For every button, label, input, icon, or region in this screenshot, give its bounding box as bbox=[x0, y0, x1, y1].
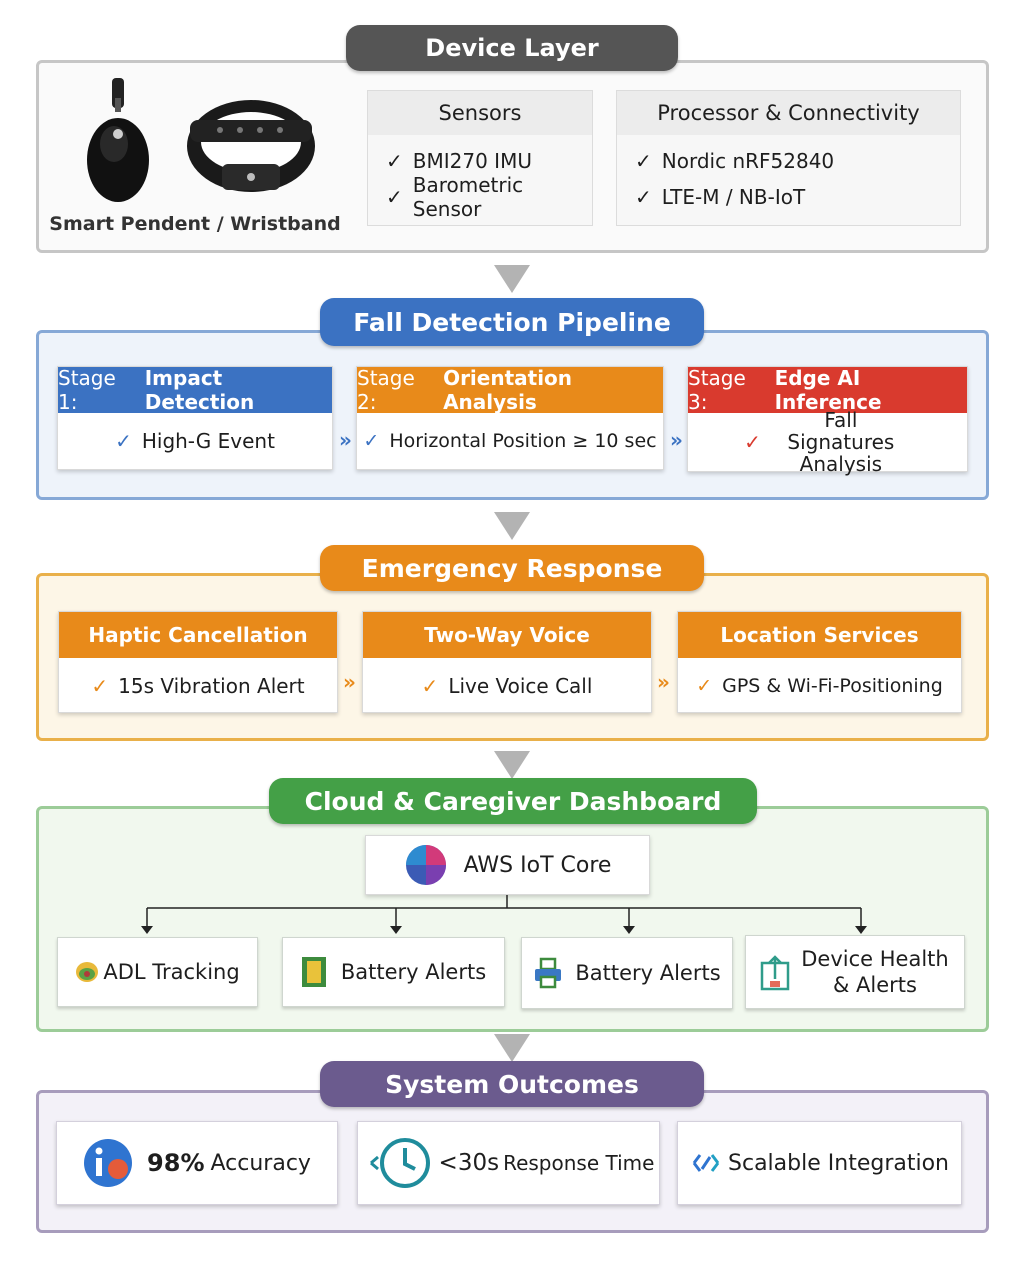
processor-box: Processor & Connectivity ✓Nordic nRF5284… bbox=[616, 90, 961, 226]
check-icon: ✓ bbox=[744, 430, 761, 454]
battery-alerts-tile: Battery Alerts bbox=[282, 937, 505, 1007]
clock-icon bbox=[369, 1138, 430, 1188]
check-icon: ✓ bbox=[635, 149, 652, 173]
device-health-tile: Device Health & Alerts bbox=[745, 935, 965, 1009]
processor-header: Processor & Connectivity bbox=[617, 91, 960, 135]
device-caption: Smart Pendent / Wristband bbox=[49, 213, 341, 235]
sensor-item: ✓Barometric Sensor bbox=[386, 173, 524, 221]
stage-3-header: Stage 3:Edge AI Inference bbox=[688, 366, 967, 414]
pendant-icon bbox=[87, 78, 149, 202]
flow-arrow-icon bbox=[494, 751, 530, 779]
stage-3-detail: ✓ Fall Signatures Analysis bbox=[744, 408, 895, 476]
check-icon: ✓ bbox=[635, 185, 652, 209]
battery-alerts-tile-2: Battery Alerts bbox=[521, 937, 733, 1009]
accuracy-icon bbox=[84, 1139, 133, 1187]
check-icon: ✓ bbox=[386, 149, 403, 173]
chevron-right-icon: » bbox=[657, 670, 670, 694]
device-layer-title: Device Layer bbox=[346, 25, 678, 71]
wristband-icon bbox=[187, 100, 315, 192]
voice-detail: ✓Live Voice Call bbox=[421, 674, 593, 698]
chevron-right-icon: » bbox=[339, 428, 352, 452]
check-icon: ✓ bbox=[386, 185, 403, 209]
sensor-item: ✓BMI270 IMU bbox=[386, 149, 532, 173]
stage-1-detail: ✓High-G Event bbox=[115, 429, 275, 453]
chevron-right-icon: » bbox=[670, 428, 683, 452]
check-icon: ✓ bbox=[421, 674, 439, 698]
stage-2-detail: ✓Horizontal Position ≥ 10 sec bbox=[363, 430, 657, 452]
accuracy-label: Accuracy bbox=[210, 1150, 311, 1176]
scalable-label: Scalable Integration bbox=[728, 1150, 949, 1176]
flow-arrow-icon bbox=[494, 265, 530, 293]
emergency-title: Emergency Response bbox=[320, 545, 704, 591]
haptic-header: Haptic Cancellation bbox=[59, 612, 337, 658]
response-time-label: Response Time bbox=[503, 1151, 655, 1175]
sensors-box: Sensors ✓BMI270 IMU ✓Barometric Sensor bbox=[367, 90, 593, 226]
stage-1-card: Stage 1:Impact Detection ✓High-G Event bbox=[57, 366, 333, 470]
scalable-icon bbox=[692, 1154, 720, 1172]
check-icon: ✓ bbox=[363, 430, 380, 452]
haptic-detail: ✓15s Vibration Alert bbox=[91, 674, 305, 698]
sensors-header: Sensors bbox=[368, 91, 592, 135]
check-icon: ✓ bbox=[696, 675, 713, 697]
response-time-value: <30s bbox=[438, 1150, 500, 1176]
device-health-icon bbox=[760, 955, 790, 991]
flow-arrow-icon bbox=[494, 1034, 530, 1062]
location-detail: ✓GPS & Wi-Fi-Positioning bbox=[696, 675, 943, 697]
stage-3-card: Stage 3:Edge AI Inference ✓ Fall Signatu… bbox=[687, 366, 968, 476]
chevron-right-icon: » bbox=[343, 670, 356, 694]
outcomes-title: System Outcomes bbox=[320, 1061, 704, 1107]
printer-icon bbox=[535, 957, 562, 989]
check-icon: ✓ bbox=[91, 674, 109, 698]
voice-card: Two-Way Voice ✓Live Voice Call bbox=[362, 611, 652, 713]
flow-arrow-icon bbox=[494, 512, 530, 540]
location-card: Location Services ✓GPS & Wi-Fi-Positioni… bbox=[677, 611, 962, 713]
stage-2-header: Stage 2:Orientation Analysis bbox=[357, 366, 663, 414]
stage-1-header: Stage 1:Impact Detection bbox=[58, 366, 332, 414]
scalable-outcome: Scalable Integration bbox=[677, 1121, 962, 1205]
processor-item: ✓LTE-M / NB-IoT bbox=[635, 185, 806, 209]
adl-tracking-tile: ADL Tracking bbox=[57, 937, 258, 1007]
voice-header: Two-Way Voice bbox=[363, 612, 651, 658]
accuracy-outcome: 98% Accuracy bbox=[56, 1121, 338, 1205]
accuracy-value: 98% bbox=[147, 1149, 205, 1177]
processor-item: ✓Nordic nRF52840 bbox=[635, 149, 835, 173]
location-header: Location Services bbox=[678, 612, 961, 658]
cloud-title: Cloud & Caregiver Dashboard bbox=[269, 778, 757, 824]
stage-2-card: Stage 2:Orientation Analysis ✓Horizontal… bbox=[356, 366, 664, 470]
aws-iot-icon bbox=[405, 845, 446, 885]
adl-icon bbox=[76, 962, 99, 982]
pipeline-title: Fall Detection Pipeline bbox=[320, 298, 704, 346]
check-icon: ✓ bbox=[115, 429, 132, 453]
haptic-card: Haptic Cancellation ✓15s Vibration Alert bbox=[58, 611, 338, 713]
response-time-outcome: <30s Response Time bbox=[357, 1121, 660, 1205]
aws-iot-core-box: AWS IoT Core bbox=[365, 835, 650, 895]
battery-icon bbox=[301, 957, 326, 987]
